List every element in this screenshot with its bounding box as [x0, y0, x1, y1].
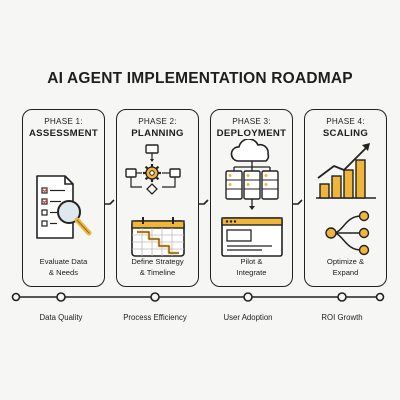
phase-card-assessment: PHASE 1: ASSESSMENT Evaluate Data & Need… — [22, 109, 105, 287]
timeline-milestone-dot — [56, 292, 66, 302]
timeline-milestone-dot — [150, 292, 160, 302]
cloud-servers-icon — [225, 139, 279, 210]
checklist-document-icon — [36, 175, 92, 239]
phase-caption: Evaluate Data & Needs — [23, 257, 104, 278]
phase-label: PHASE 1: — [44, 117, 83, 126]
flowchart-gear-icon — [125, 144, 181, 195]
caption-line: Optimize & — [326, 257, 365, 266]
timeline-milestone-dot — [337, 292, 347, 302]
phase-name: PLANNING — [131, 128, 184, 139]
caption-line: & Needs — [48, 267, 79, 277]
connector-arrow-2 — [199, 199, 209, 205]
phase-label: PHASE 3: — [232, 117, 271, 126]
phase-caption: Define Strategy & Timeline — [117, 257, 198, 278]
phase-name: SCALING — [322, 128, 369, 139]
page-title: AI AGENT IMPLEMENTATION ROADMAP — [47, 70, 353, 87]
phase-label: PHASE 4: — [326, 117, 365, 126]
timeline-start-dot — [11, 292, 21, 302]
magnifying-glass-icon — [57, 200, 92, 236]
phase-card-scaling: PHASE 4: SCALING Optimize & Expand — [304, 109, 387, 287]
caption-line: Evaluate Data — [39, 257, 88, 266]
caption-line: Pilot & — [240, 257, 263, 266]
phase-caption: Pilot & Integrate — [211, 257, 292, 278]
caption-line: Expand — [332, 267, 359, 277]
phase-card-planning: PHASE 2: PLANNING — [116, 109, 199, 287]
phase-card-deployment: PHASE 3: DEPLOYMENT Pilot & Integr — [210, 109, 293, 287]
phase-label: PHASE 2: — [138, 117, 177, 126]
phase-caption: Optimize & Expand — [305, 257, 386, 278]
caption-line: & Timeline — [139, 267, 176, 277]
metric-label-roi-growth: ROI Growth — [321, 313, 363, 322]
caption-line: Define Strategy — [131, 257, 184, 266]
timeline-end-dot — [375, 292, 385, 302]
phase-name: DEPLOYMENT — [216, 128, 287, 139]
connector-arrow-1 — [105, 199, 115, 205]
metric-label-user-adoption: User Adoption — [223, 313, 273, 322]
phase-name: ASSESSMENT — [28, 128, 99, 139]
metric-label-process-efficiency: Process Efficiency — [123, 313, 187, 322]
caption-line: Integrate — [236, 267, 267, 277]
network-nodes-icon — [325, 210, 370, 256]
calendar-timeline-icon — [131, 217, 185, 257]
growth-bar-chart-icon — [316, 143, 376, 199]
timeline-milestone-dot — [243, 292, 253, 302]
connector-arrow-3 — [293, 199, 303, 205]
browser-window-icon — [221, 217, 283, 257]
metric-label-data-quality: Data Quality — [39, 313, 83, 322]
